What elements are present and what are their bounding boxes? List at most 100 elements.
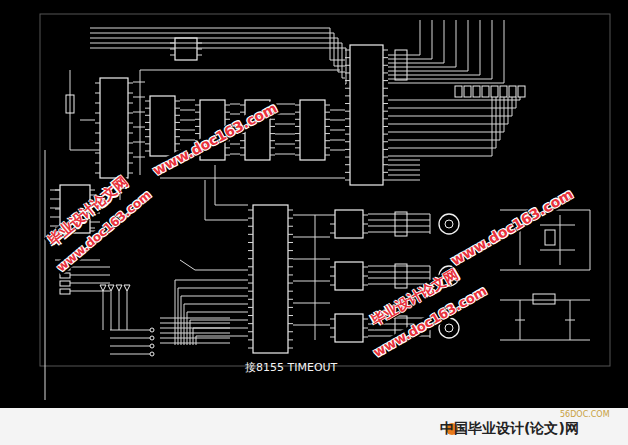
wire <box>295 140 300 141</box>
wire <box>175 122 180 123</box>
wire <box>288 315 293 316</box>
wire <box>288 331 293 332</box>
wire <box>345 141 350 142</box>
wire <box>225 155 230 156</box>
wire <box>388 175 420 176</box>
wire <box>383 149 388 150</box>
wire <box>133 112 145 113</box>
watermark-site: 56DOC.COM <box>560 411 610 420</box>
wire <box>70 283 110 284</box>
wire <box>160 323 230 324</box>
wire <box>45 150 46 400</box>
wire <box>388 20 504 83</box>
wire <box>288 274 293 275</box>
wire <box>315 237 330 238</box>
wire <box>345 149 350 150</box>
motor-symbol <box>445 324 453 332</box>
wire <box>70 150 100 151</box>
watermark: www.doc163.com <box>447 186 578 270</box>
wire <box>196 336 248 345</box>
ic-chip <box>335 262 363 290</box>
wire <box>388 97 492 156</box>
wire <box>90 190 95 191</box>
wire <box>270 126 275 127</box>
wire <box>128 133 133 134</box>
wire <box>145 143 150 144</box>
wire <box>275 124 295 125</box>
wire <box>248 348 253 349</box>
wire <box>110 354 150 355</box>
wire <box>388 20 468 71</box>
wire <box>293 303 315 304</box>
wire <box>248 331 253 332</box>
wire <box>363 337 368 338</box>
wire <box>363 276 368 277</box>
wire <box>293 215 315 216</box>
wire <box>315 303 330 304</box>
wire <box>330 276 335 277</box>
wire <box>70 275 110 276</box>
wire <box>180 130 195 131</box>
wire <box>330 110 345 111</box>
wire <box>180 260 195 270</box>
wire <box>388 20 456 67</box>
wire <box>175 143 180 144</box>
wire <box>248 299 253 300</box>
wire <box>248 226 253 227</box>
wire <box>184 304 248 345</box>
wire <box>363 224 368 225</box>
sheet-frame <box>40 14 610 366</box>
wire <box>160 178 345 179</box>
wire <box>295 147 300 148</box>
wire <box>288 242 293 243</box>
wire <box>325 119 330 120</box>
wire <box>565 320 575 321</box>
wire <box>383 50 388 51</box>
footer-logo: 中国毕业设计(论文)网 <box>440 421 579 436</box>
wire <box>70 291 110 292</box>
wire <box>288 348 293 349</box>
wire <box>388 165 420 166</box>
wire <box>128 93 133 94</box>
wire <box>315 215 316 340</box>
wire <box>110 330 150 331</box>
wire <box>330 319 335 320</box>
wire <box>325 155 330 156</box>
wire <box>288 266 293 267</box>
wire <box>383 103 388 104</box>
wire <box>128 153 133 154</box>
wire <box>325 105 330 106</box>
wire <box>288 283 293 284</box>
wire <box>295 155 300 156</box>
wire <box>225 112 230 113</box>
wire <box>295 105 300 106</box>
ic-chip <box>253 205 288 353</box>
wire <box>500 300 590 301</box>
wire <box>55 209 60 210</box>
resistor-symbol <box>66 95 74 113</box>
wire <box>95 133 100 134</box>
wire <box>195 133 200 134</box>
ic-chip <box>335 314 363 342</box>
wire <box>248 258 253 259</box>
terminal <box>150 336 154 340</box>
wire <box>195 126 200 127</box>
diode-symbol <box>108 285 114 291</box>
wire <box>175 129 180 130</box>
wire <box>388 20 480 75</box>
wire <box>315 259 330 260</box>
wire <box>288 299 293 300</box>
wire <box>111 291 112 330</box>
wire <box>95 143 100 144</box>
wire <box>133 127 145 128</box>
wire <box>95 93 100 94</box>
wire <box>215 205 248 206</box>
wire <box>110 338 150 339</box>
wire <box>345 118 350 119</box>
wire <box>197 49 202 50</box>
wire <box>388 97 508 124</box>
wire <box>363 328 368 329</box>
wire <box>345 134 350 135</box>
wire <box>230 104 240 105</box>
wire <box>95 123 100 124</box>
